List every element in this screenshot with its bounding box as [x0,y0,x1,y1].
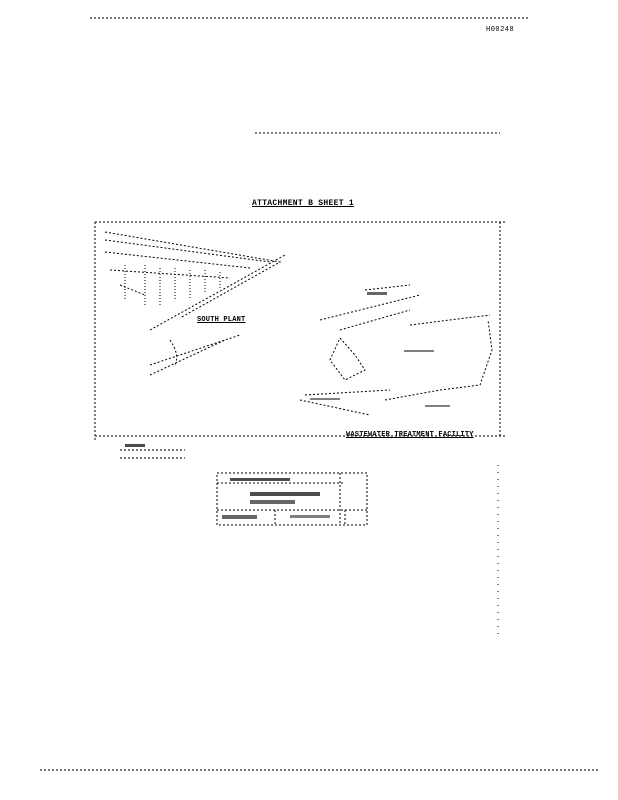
treatment-area [329,337,366,381]
south-plant-boundary [104,231,282,319]
road [149,254,286,331]
title-block [216,472,368,526]
south-plant-label: SOUTH PLANT [197,316,246,324]
facility-road [319,294,421,321]
attachment-title: ATTACHMENT B SHEET 1 [252,199,355,208]
document-id: H00248 [486,26,515,34]
facility-label: WASTEWATER TREATMENT FACILITY [346,431,474,439]
